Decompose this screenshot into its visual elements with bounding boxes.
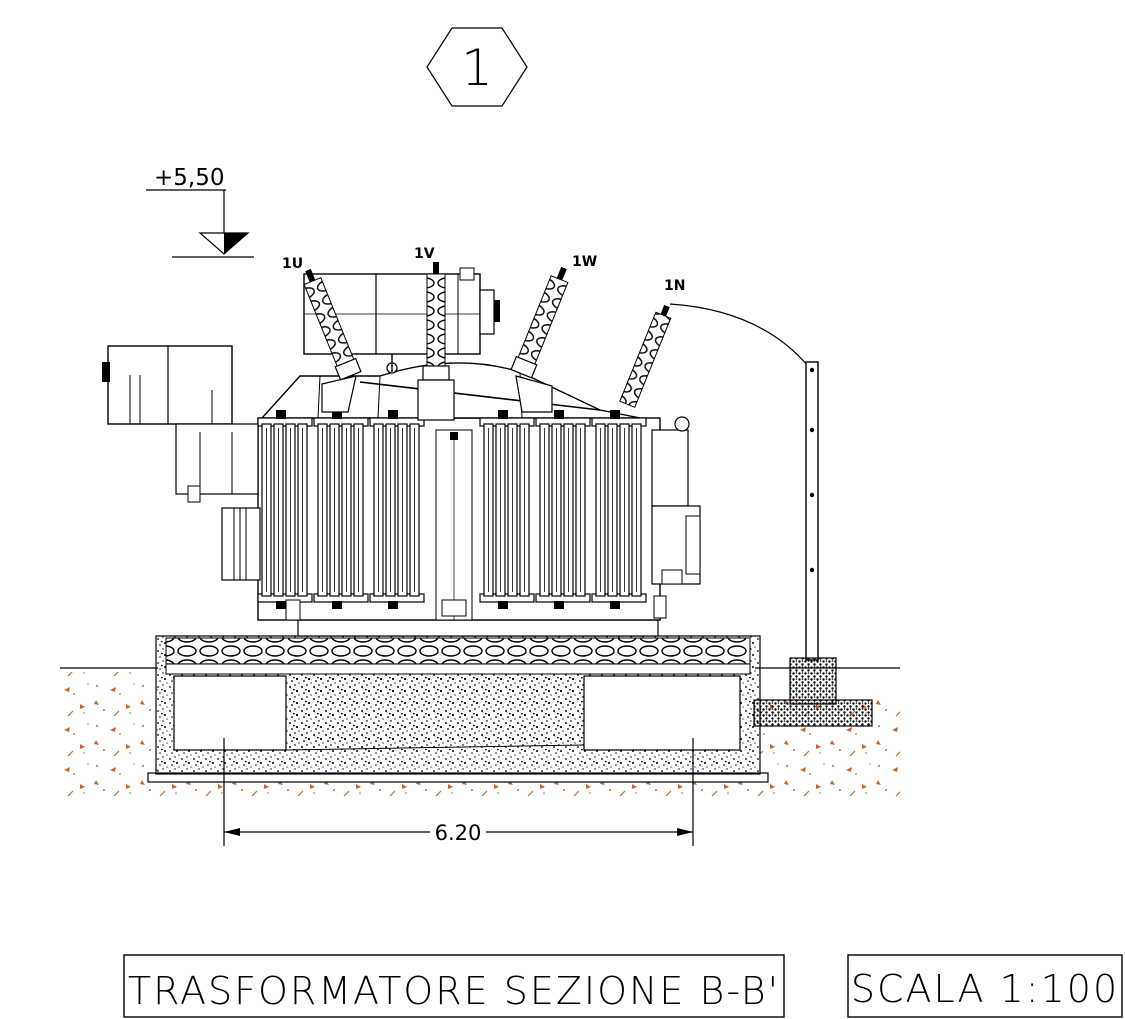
bushing-turrets [321,375,553,421]
elevation-label: +5,50 [154,165,224,191]
drawing-title: TRASFORMATORE SEZIONE B-B' [128,969,780,1013]
dimension-line: 6.20 [224,821,693,845]
sheet-number-marker: 1 [426,27,528,107]
terminal-1n-label: 1N [664,278,685,294]
title-box: TRASFORMATORE SEZIONE B-B' [123,954,785,1018]
terminal-1v-label: 1V [414,246,435,262]
ground-soil [60,667,900,800]
bushing-1w [510,266,569,379]
bushing-1v [422,262,450,381]
neutral-post [753,361,873,727]
drawing-scale: SCALA 1:100 [851,967,1119,1011]
terminal-1u-label: 1U [282,256,303,272]
scale-box: SCALA 1:100 [847,954,1123,1018]
neutral-cable [669,303,809,367]
elevation-mark: +5,50 [146,165,254,258]
foundation [147,635,769,846]
terminal-1w-label: 1W [572,254,597,270]
control-box [651,416,701,619]
bushing-1n [619,304,672,408]
cooling-fan-unit [102,345,301,621]
dimension-label: 6.20 [435,821,482,845]
bushing-1u [303,268,362,381]
sheet-number: 1 [461,39,493,97]
